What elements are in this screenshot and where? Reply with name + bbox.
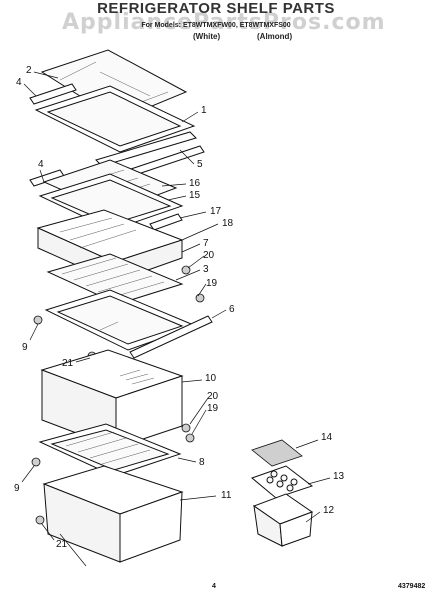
callout-1: 1 xyxy=(201,105,207,116)
lower-shelf-frame xyxy=(44,289,198,351)
callout-14: 14 xyxy=(321,432,333,443)
callout-18: 18 xyxy=(222,218,234,229)
callout-19-upper: 19 xyxy=(206,278,218,289)
callout-20-lower: 20 xyxy=(207,391,219,402)
callout-4-upper: 4 xyxy=(16,77,22,88)
color-white-label: (White) xyxy=(193,32,221,41)
shelf-frame xyxy=(34,85,196,158)
callout-2: 2 xyxy=(26,65,32,76)
page-title: REFRIGERATOR SHELF PARTS xyxy=(97,0,335,17)
support-clip-9-lower xyxy=(31,457,41,467)
callout-19-lower: 19 xyxy=(207,403,219,414)
crisper-glass-insert xyxy=(46,253,184,305)
shelf-trim-upper xyxy=(29,83,77,105)
callout-4-middle: 4 xyxy=(38,159,44,170)
egg-tray xyxy=(251,465,314,499)
callout-7: 7 xyxy=(203,238,209,249)
callout-5: 5 xyxy=(197,159,203,170)
callout-21-lower: 21 xyxy=(56,539,68,550)
crisper-cover-trim xyxy=(149,213,183,231)
lower-front-trim xyxy=(129,315,213,359)
callout-10: 10 xyxy=(205,373,217,384)
callout-17: 17 xyxy=(210,206,222,217)
callout-16: 16 xyxy=(189,178,201,189)
callout-12: 12 xyxy=(323,505,335,516)
callout-8: 8 xyxy=(199,457,205,468)
callout-13: 13 xyxy=(333,471,345,482)
lower-crisper-cover xyxy=(38,423,182,477)
clip-lower-19 xyxy=(185,433,195,443)
callout-21-upper: 21 xyxy=(62,358,74,369)
model-numbers: For Models: ET8WTMXFW00, ET8WTMXFS00 xyxy=(141,22,291,29)
callout-6: 6 xyxy=(229,304,235,315)
callout-11: 11 xyxy=(221,490,232,501)
storage-bin xyxy=(252,493,314,547)
watermark: AppliancePartsPros.com xyxy=(62,10,386,35)
callout-15: 15 xyxy=(189,190,201,201)
support-clip-9 xyxy=(33,315,43,325)
callout-9-upper: 9 xyxy=(22,342,28,353)
callout-9-lower: 9 xyxy=(14,483,20,494)
callout-3: 3 xyxy=(203,264,209,275)
document-number: 4379482 xyxy=(398,583,426,590)
egg-tray-lid xyxy=(251,439,303,467)
leader-lines xyxy=(21,71,331,567)
callout-20-upper: 20 xyxy=(203,250,215,261)
clip-lower-20 xyxy=(181,423,191,433)
page-number: 4 xyxy=(212,583,216,590)
clip-middle xyxy=(195,293,205,303)
support-clip-21-lower xyxy=(35,515,45,525)
lower-crisper-pan xyxy=(42,465,184,563)
color-almond-label: (Almond) xyxy=(257,32,293,41)
